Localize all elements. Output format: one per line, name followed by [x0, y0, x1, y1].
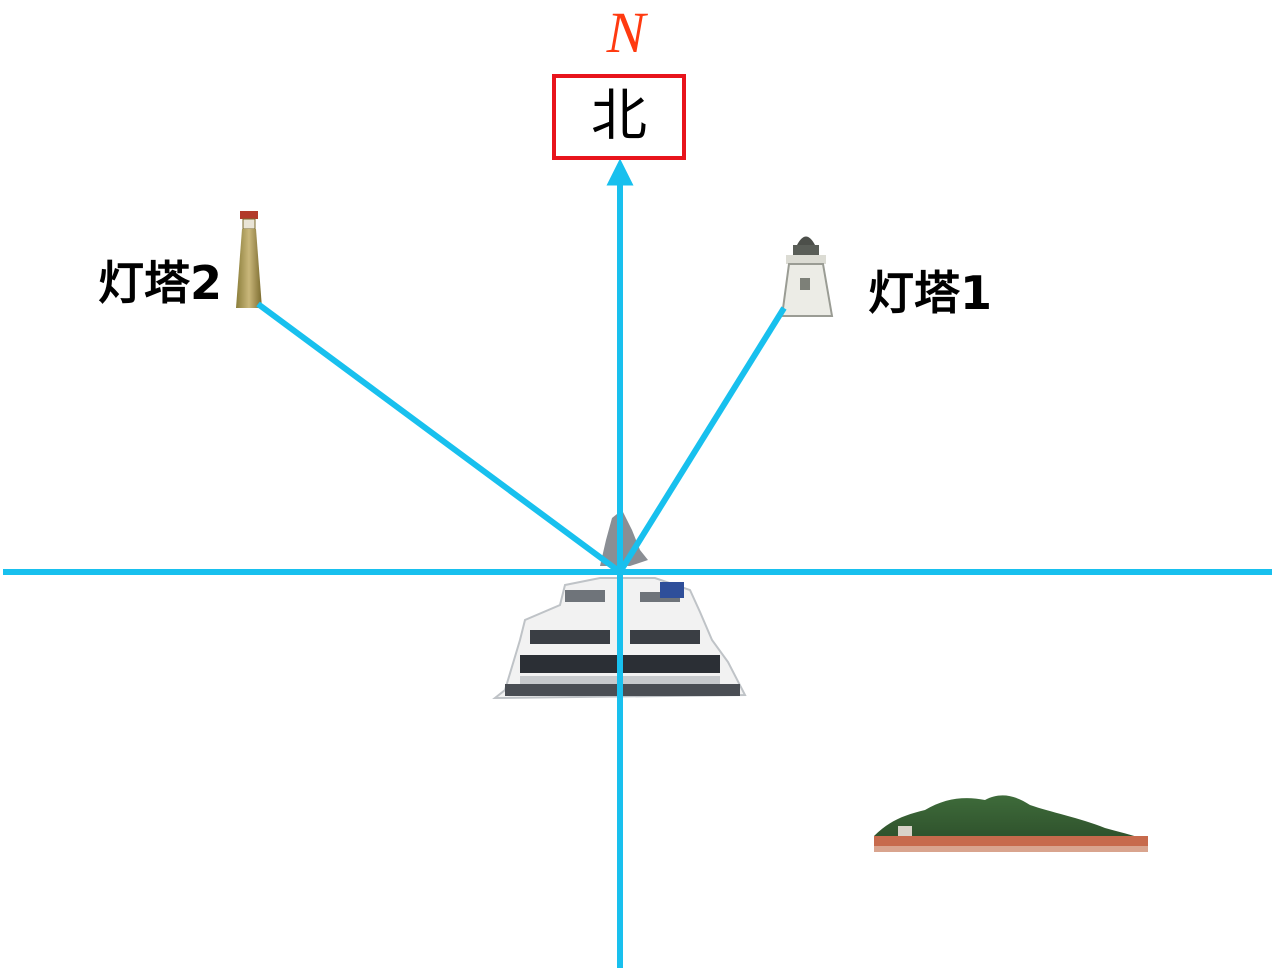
- lighthouse-1-icon: [780, 236, 834, 317]
- island: [874, 795, 1148, 852]
- lighthouse-2-icon: [236, 211, 262, 308]
- north-label-box: 北: [552, 74, 686, 160]
- bearing-line-lighthouse-1: [617, 306, 787, 574]
- north-character: 北: [591, 84, 647, 149]
- axes: [3, 158, 1272, 968]
- bearing-line-lighthouse-2: [256, 301, 622, 575]
- north-letter: N: [606, 0, 646, 65]
- lighthouse-1-label: 灯塔1: [868, 266, 993, 320]
- lighthouse-2-label: 灯塔2: [98, 256, 223, 310]
